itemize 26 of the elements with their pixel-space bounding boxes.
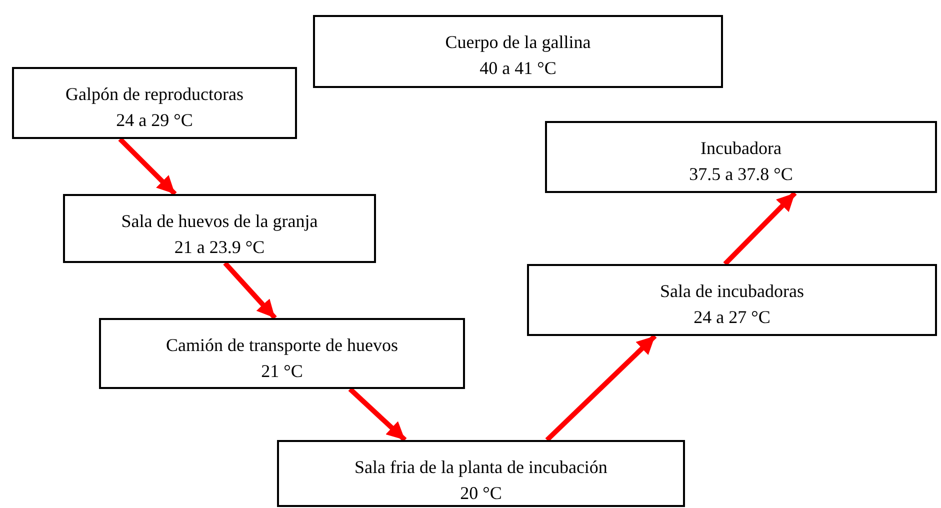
arrow bbox=[223, 261, 277, 320]
process-box bbox=[313, 15, 723, 88]
arrow bbox=[545, 334, 657, 442]
box-title: Sala de huevos de la granja bbox=[121, 210, 318, 233]
box-title: Cuerpo de la gallina bbox=[445, 31, 591, 54]
process-box bbox=[545, 121, 937, 193]
box-title: Sala fria de la planta de incubación bbox=[354, 456, 608, 479]
process-box bbox=[99, 318, 465, 389]
box-title: Incubadora bbox=[700, 137, 782, 160]
box-title: Sala de incubadoras bbox=[660, 280, 804, 303]
arrow bbox=[118, 137, 177, 196]
process-box bbox=[277, 440, 685, 507]
process-box bbox=[63, 194, 376, 263]
temperature-text: 40 a 41 °C bbox=[480, 57, 556, 80]
box-title: Galpón de reproductoras bbox=[66, 83, 244, 106]
temperature-text: 21 °C bbox=[261, 360, 303, 383]
temperature-text: 21 a 23.9 °C bbox=[174, 236, 265, 259]
temperature-text: 24 a 27 °C bbox=[694, 306, 770, 329]
temperature-text: 24 a 29 °C bbox=[116, 109, 193, 132]
process-box bbox=[527, 264, 937, 336]
temperature-text: 20 °C bbox=[460, 482, 502, 505]
arrow bbox=[723, 191, 797, 266]
arrow bbox=[348, 387, 407, 442]
box-title: Camión de transporte de huevos bbox=[166, 334, 398, 357]
temperature-text: 37.5 a 37.8 °C bbox=[689, 163, 793, 186]
process-box bbox=[12, 67, 297, 139]
